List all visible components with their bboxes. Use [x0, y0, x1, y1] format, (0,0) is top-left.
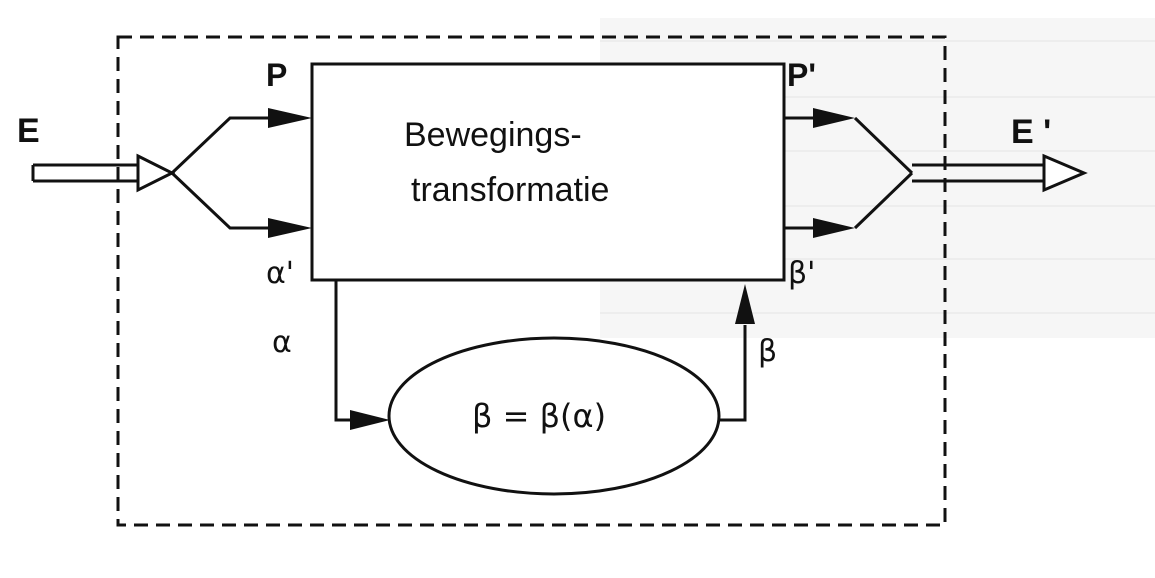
- output-arrowhead-top: [813, 108, 855, 128]
- input-arrow: [31, 153, 176, 193]
- beta-arrowhead: [735, 284, 755, 324]
- system-boundary: [116, 35, 947, 527]
- box-title-line1: Bewegings-: [404, 116, 582, 154]
- input-label: E: [17, 112, 40, 150]
- output-arrow: [912, 153, 1088, 193]
- input-arrowhead-top: [268, 108, 312, 128]
- output-lines: [784, 116, 914, 230]
- port-alpha-prime-label: α': [266, 256, 294, 291]
- transformation-box: [310, 62, 786, 282]
- feedback-loop: [334, 280, 747, 422]
- input-split-lines: [170, 116, 270, 230]
- box-title-line2: transformatie: [411, 171, 609, 209]
- port-p-label: P: [266, 57, 287, 93]
- function-ellipse: [387, 336, 721, 496]
- alpha-arrowhead: [350, 410, 390, 430]
- function-label: β = β(α): [472, 397, 606, 435]
- port-beta-prime-label: β': [788, 256, 815, 291]
- output-arrowhead-bottom: [813, 218, 855, 238]
- signal-alpha-label: α: [272, 325, 292, 360]
- signal-beta-label: β: [758, 334, 777, 369]
- input-arrowhead-bottom: [268, 218, 312, 238]
- output-label: E ': [1011, 113, 1051, 151]
- port-p-prime-label: P': [787, 57, 816, 93]
